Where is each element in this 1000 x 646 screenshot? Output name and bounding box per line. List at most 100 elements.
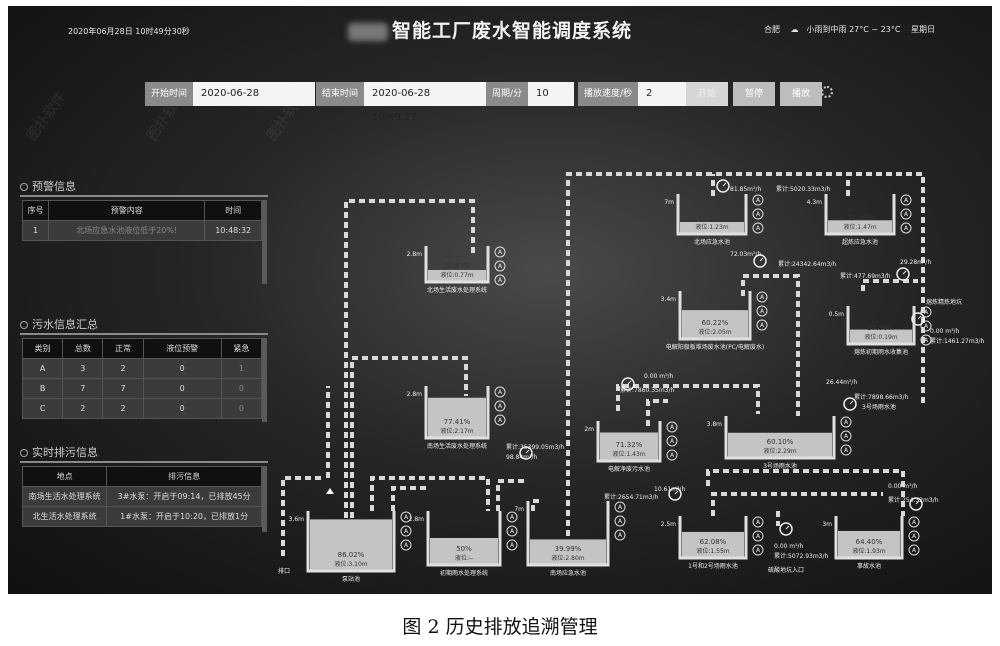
loading-spinner-icon <box>821 86 833 98</box>
alarm-icon[interactable] <box>908 544 920 556</box>
flow-meter-reading: 0.00 m³/h <box>644 373 674 380</box>
alarm-icon[interactable] <box>666 435 678 447</box>
flow-meter-icon[interactable] <box>753 254 767 268</box>
alarm-icon[interactable] <box>752 530 764 542</box>
discharge-scrollbar[interactable] <box>262 466 267 532</box>
flow-meter-icon[interactable] <box>621 377 635 391</box>
alarm-icon[interactable] <box>908 530 920 542</box>
alarm-icon[interactable] <box>756 319 768 331</box>
alarm-icon[interactable] <box>900 222 912 234</box>
alarm-icon[interactable] <box>752 194 764 206</box>
panel-dot-icon <box>20 449 28 457</box>
table-cell: B <box>21 378 64 399</box>
alarm-icon[interactable] <box>506 525 518 537</box>
alarm-icon[interactable] <box>614 529 626 541</box>
start-button[interactable]: 开始 <box>686 82 728 106</box>
play-button[interactable]: 播放 <box>780 82 822 106</box>
alarm-icon[interactable] <box>900 194 912 206</box>
flow-meter-icon[interactable] <box>896 267 910 281</box>
alarm-icon[interactable] <box>506 511 518 523</box>
alarm-icon[interactable] <box>752 544 764 556</box>
flow-meter-icon[interactable] <box>519 446 533 460</box>
tank-height: 4.3m <box>807 199 823 206</box>
pause-button[interactable]: 暂停 <box>733 82 775 106</box>
alarm-icon[interactable] <box>614 515 626 527</box>
alarm-icon[interactable] <box>752 516 764 528</box>
tank-height: 3.4m <box>661 296 677 303</box>
tank-height: 0.5m <box>829 311 845 318</box>
alarm-icon[interactable] <box>506 539 518 551</box>
flow-meter-icon[interactable] <box>843 397 857 411</box>
table-cell: 2 <box>62 398 104 419</box>
tank-level: 液位:2.29m <box>763 447 796 455</box>
period-input[interactable]: 10 <box>528 82 575 106</box>
alarm-icon[interactable] <box>840 416 852 428</box>
alarm-icon[interactable] <box>400 525 412 537</box>
alarm-icon[interactable] <box>614 501 626 513</box>
warning-scrollbar[interactable] <box>262 200 267 284</box>
alarm-icon-glyph: A <box>404 528 409 535</box>
alarm-icon[interactable] <box>752 222 764 234</box>
pipe-segment <box>711 492 883 516</box>
alarm-icon[interactable] <box>920 306 932 318</box>
alarm-icon[interactable] <box>400 539 412 551</box>
weather-widget: 合肥 ☁小雨到中雨 27°C ~ 23°C 星期日 <box>764 24 943 35</box>
flow-meter-icon[interactable] <box>668 487 682 501</box>
alarm-icon[interactable] <box>666 449 678 461</box>
alarm-icon[interactable] <box>920 320 932 332</box>
tank-name: 超炼应急水池 <box>842 238 878 246</box>
speed-input[interactable]: 2 <box>638 82 693 106</box>
pipe-segment <box>281 476 323 556</box>
alarm-icon[interactable] <box>920 334 932 346</box>
flow-meter-icon[interactable] <box>716 179 730 193</box>
tank-percent: 62.08% <box>700 538 727 546</box>
flow-meter-icon[interactable] <box>909 497 923 511</box>
alarm-icon[interactable] <box>840 444 852 456</box>
alarm-icon[interactable] <box>494 386 506 398</box>
table-cell: 1 <box>220 358 263 379</box>
alarm-icon[interactable] <box>900 208 912 220</box>
tank-wall <box>678 291 752 341</box>
alarm-icon[interactable] <box>840 430 852 442</box>
end-time-input[interactable]: 2020-06-28 10:49:27 <box>364 82 487 123</box>
alarm-icon[interactable] <box>494 274 506 286</box>
tank-water-fill <box>680 222 744 234</box>
alarm-icon-glyph: A <box>756 533 761 540</box>
flow-meter-reading: 累计:7898.66m3/h <box>854 393 909 401</box>
alarm-icon[interactable] <box>494 400 506 412</box>
alarm-icon[interactable] <box>400 511 412 523</box>
alarm-icon[interactable] <box>494 260 506 272</box>
tank-level: 液位:0.77m <box>440 271 473 279</box>
alarm-icon[interactable] <box>494 414 506 426</box>
alarm-icon[interactable] <box>752 208 764 220</box>
alarm-icon[interactable] <box>494 246 506 258</box>
alarm-icon[interactable] <box>666 421 678 433</box>
flow-meter-icon[interactable] <box>779 522 793 536</box>
start-time-input[interactable]: 2020-06-28 08:49:27 <box>193 82 316 123</box>
tank-name: 电解净废污水池 <box>608 465 650 473</box>
alarm-icon[interactable] <box>756 291 768 303</box>
alarm-icon[interactable] <box>756 305 768 317</box>
flow-meter-icon[interactable] <box>911 312 925 326</box>
alarm-icon[interactable] <box>908 516 920 528</box>
table-cell: 北场应急水池液位低于20%! <box>48 220 206 241</box>
sewage-scrollbar[interactable] <box>262 338 267 422</box>
